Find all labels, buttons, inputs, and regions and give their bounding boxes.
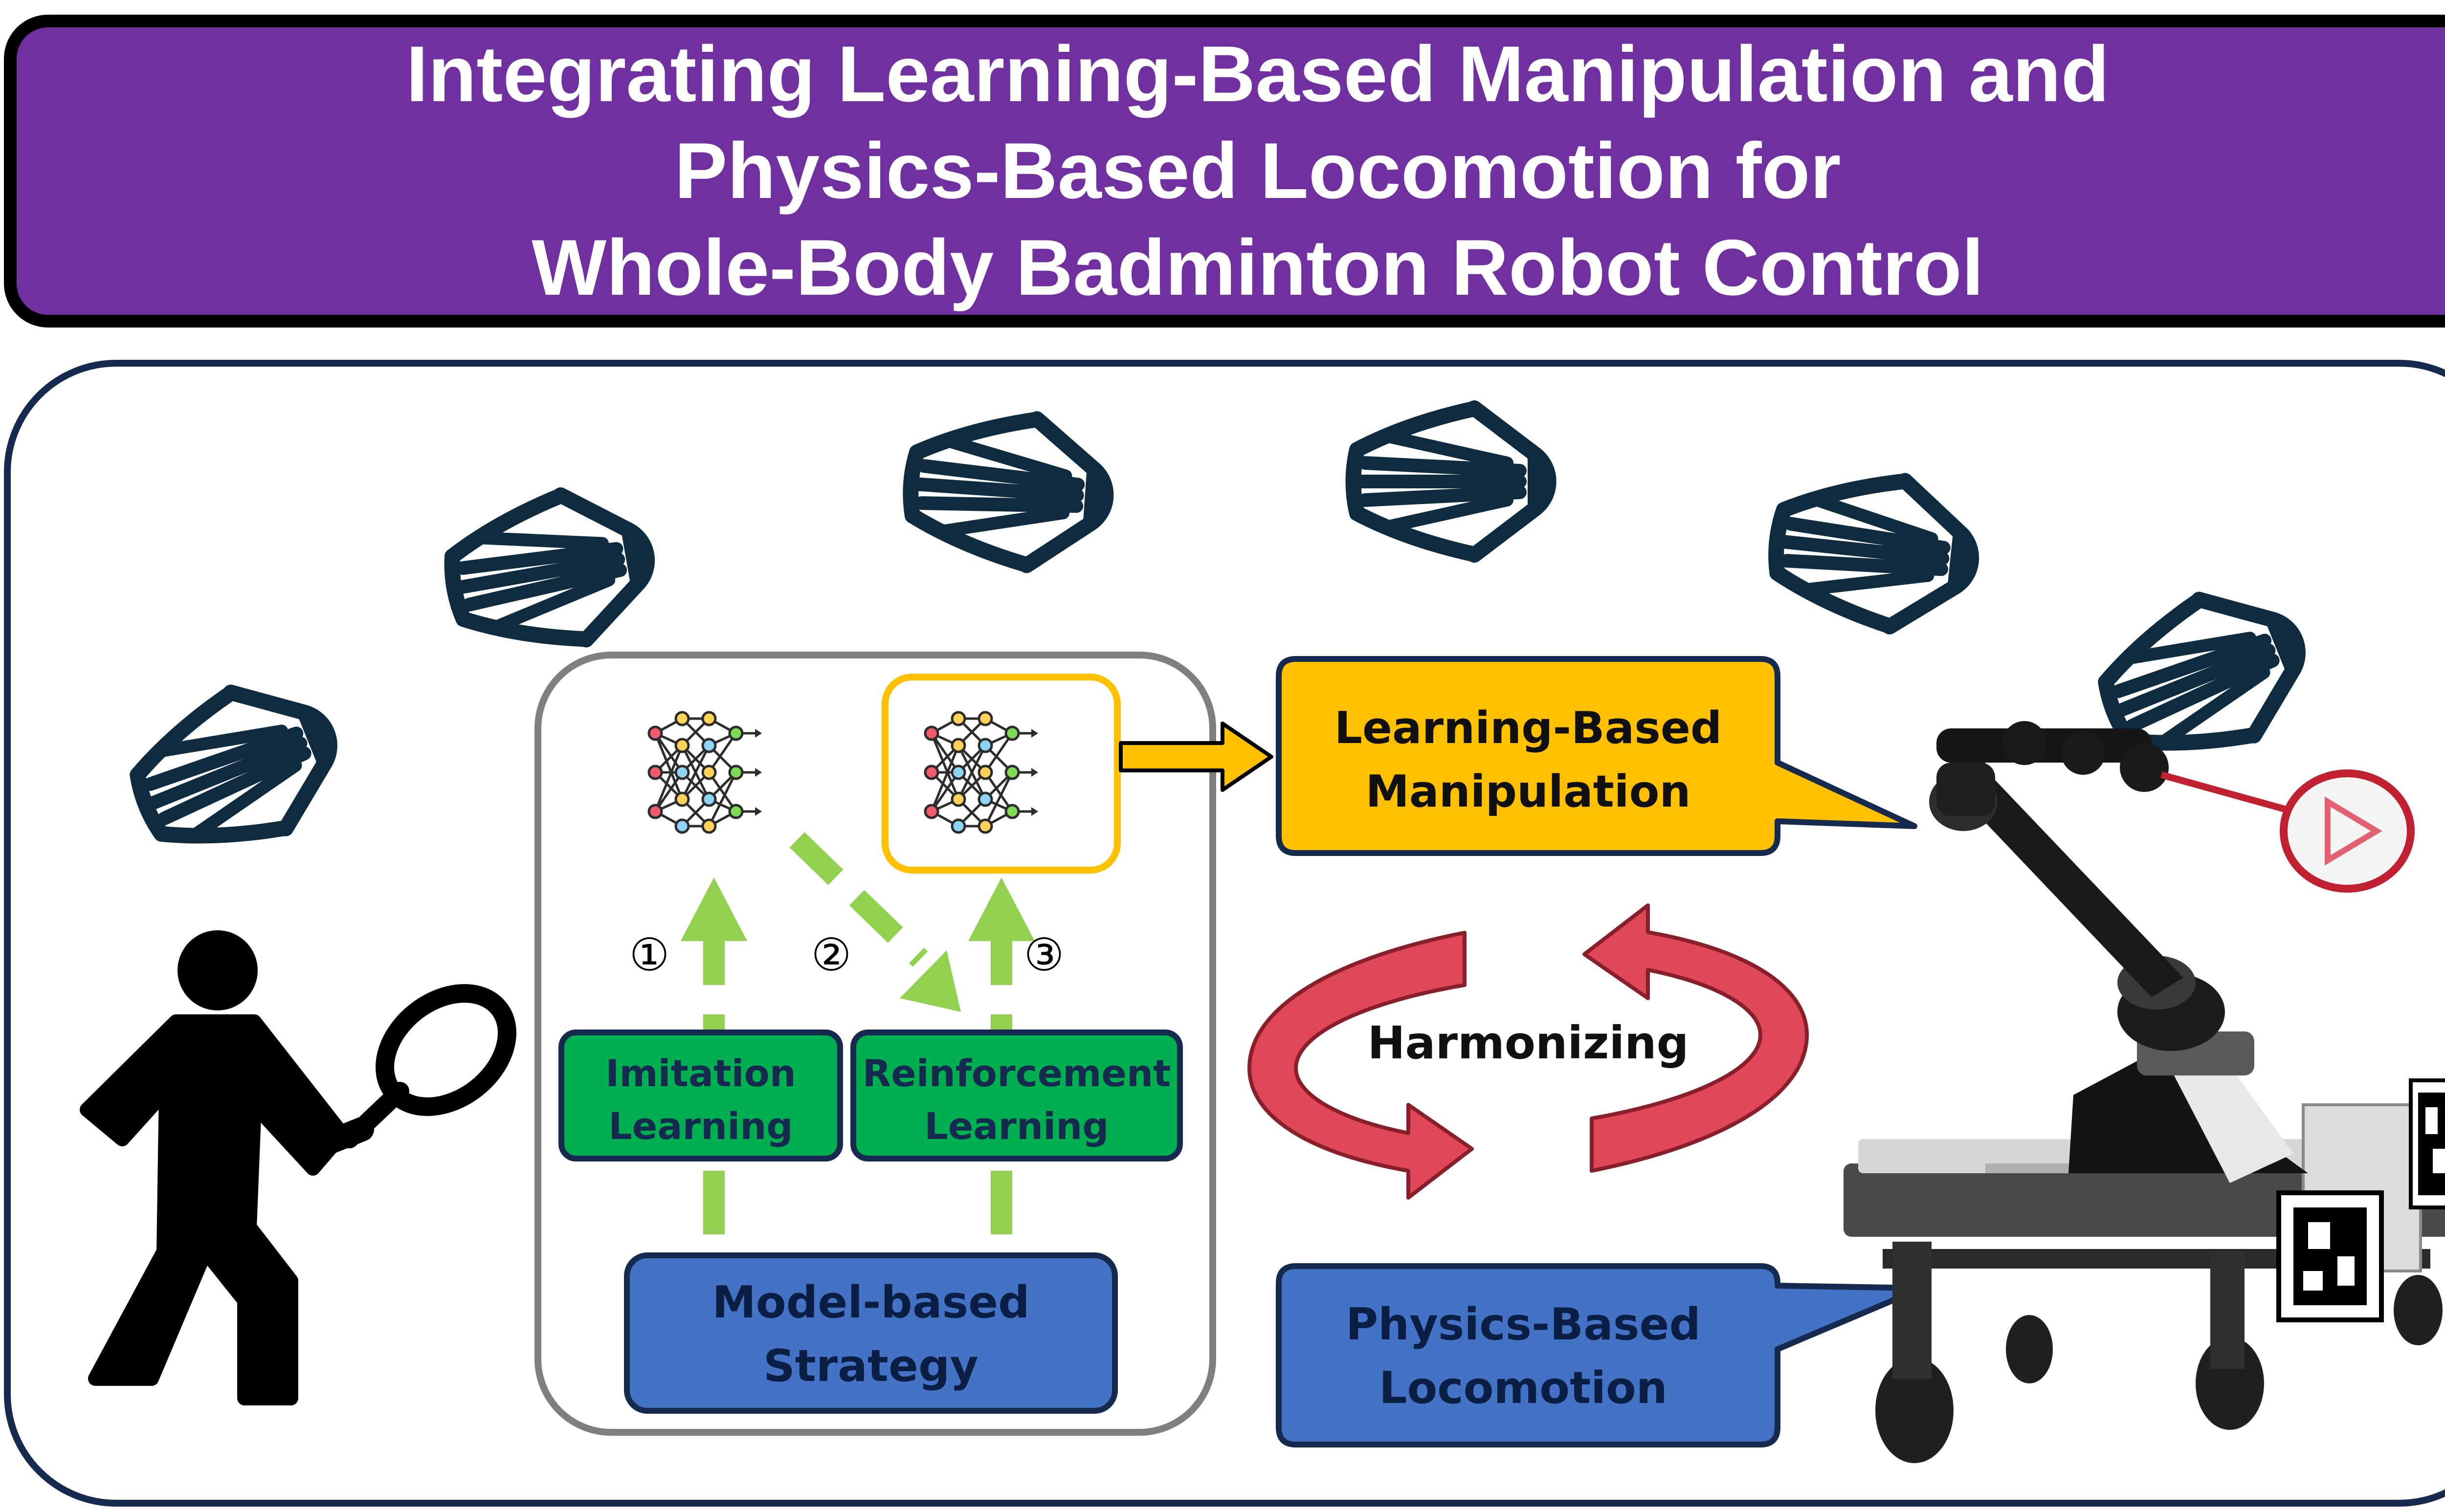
shuttlecock-icon [1354,408,1549,555]
main-panel [4,360,2445,1507]
cycle-arrows-icon: Harmonizing [1247,903,1809,1200]
harmonizing-label: Harmonizing [1368,1017,1689,1069]
locomotion-label-2: Locomotion [1379,1362,1667,1414]
step-marker-2: ② [811,930,851,980]
robot-arm [1929,721,2308,1183]
svg-text:①: ① [629,930,669,980]
reinforcement-learning-box [850,1030,1183,1161]
badminton-robot [1844,721,2445,1463]
imitation-learning-label-2: Learning [608,1104,793,1148]
manipulation-callout [1276,656,1917,856]
step-marker-3: ③ [1024,930,1064,980]
svg-text:③: ③ [1024,930,1064,980]
model-based-label-2: Strategy [763,1340,978,1392]
title-banner: Integrating Learning-Based Manipulation … [4,15,2445,328]
active-network-frame [882,674,1121,874]
transfer-arrow [789,832,961,1012]
locomotion-callout [1276,1263,1925,1447]
output-arrow [1119,722,1273,792]
manipulation-label-2: Manipulation [1365,766,1690,817]
fiducial-marker [2276,1190,2384,1322]
title-line-2: Physics-Based Locomotion for [674,127,1841,215]
shuttlecock-icon [1769,468,1978,635]
step-marker-1: ① [629,930,669,980]
fiducial-marker [2409,1078,2445,1209]
locomotion-label-1: Physics-Based [1346,1299,1701,1350]
manipulation-label-1: Learning-Based [1334,702,1722,754]
model-based-label-1: Model-based [712,1277,1029,1328]
badminton-player-icon [80,930,516,1405]
shuttlecock-icon [119,665,355,874]
reinforcement-learning-label-2: Learning [924,1104,1109,1148]
svg-text:②: ② [811,930,851,980]
imitation-learning-label-1: Imitation [605,1052,796,1095]
imitation-learning-box [558,1030,843,1161]
shuttlecock-icon [906,411,1111,570]
badminton-racket [2280,769,2415,893]
reinforcement-learning-label-1: Reinforcement [863,1052,1171,1095]
model-based-strategy-box [624,1252,1118,1414]
title-line-1: Integrating Learning-Based Manipulation … [406,30,2110,118]
title-line-3: Whole-Body Badminton Robot Control [532,223,1984,312]
shuttlecock-icon [442,482,659,661]
